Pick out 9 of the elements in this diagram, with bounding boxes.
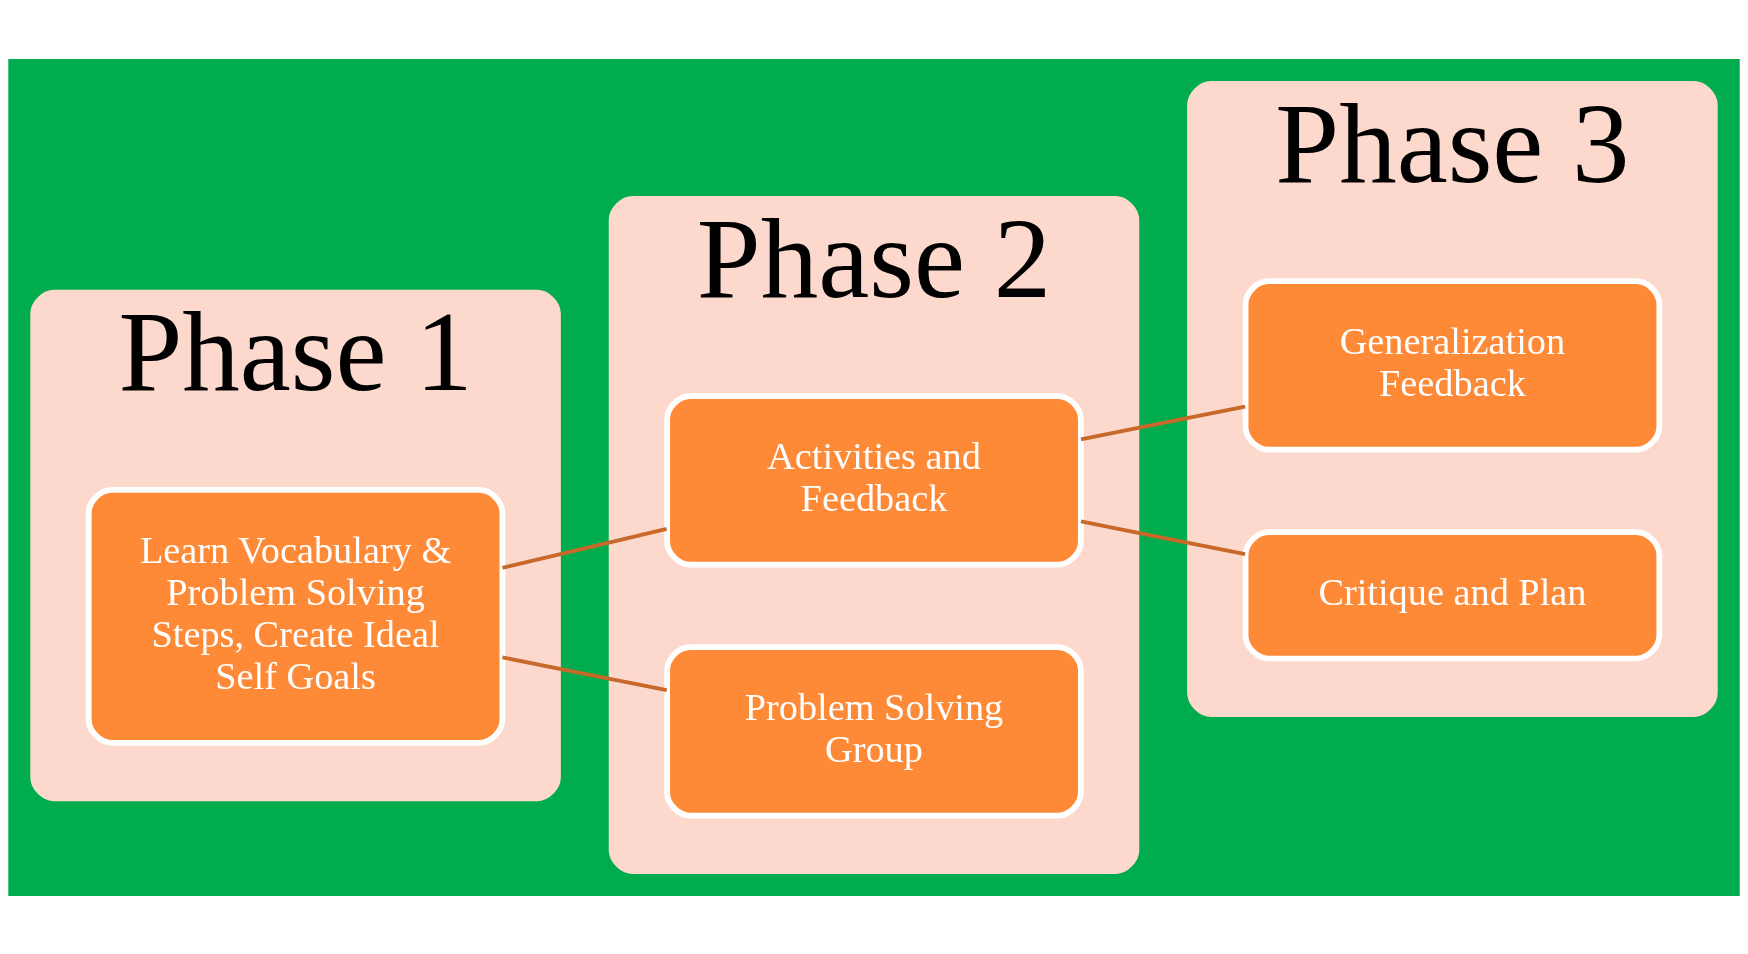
connector — [1080, 404, 1246, 441]
node-box: Critique and Plan — [1242, 528, 1663, 661]
node-box: Activities and Feedback — [664, 392, 1084, 568]
connector — [1080, 519, 1246, 556]
node-box: Problem Solving Group — [664, 643, 1084, 818]
connector — [502, 526, 668, 570]
connector — [502, 655, 668, 692]
node-box: Learn Vocabulary & Problem Solving Steps, Create Ideal Self Goals — [85, 486, 506, 746]
node-box: Generalization Feedback — [1242, 277, 1663, 453]
